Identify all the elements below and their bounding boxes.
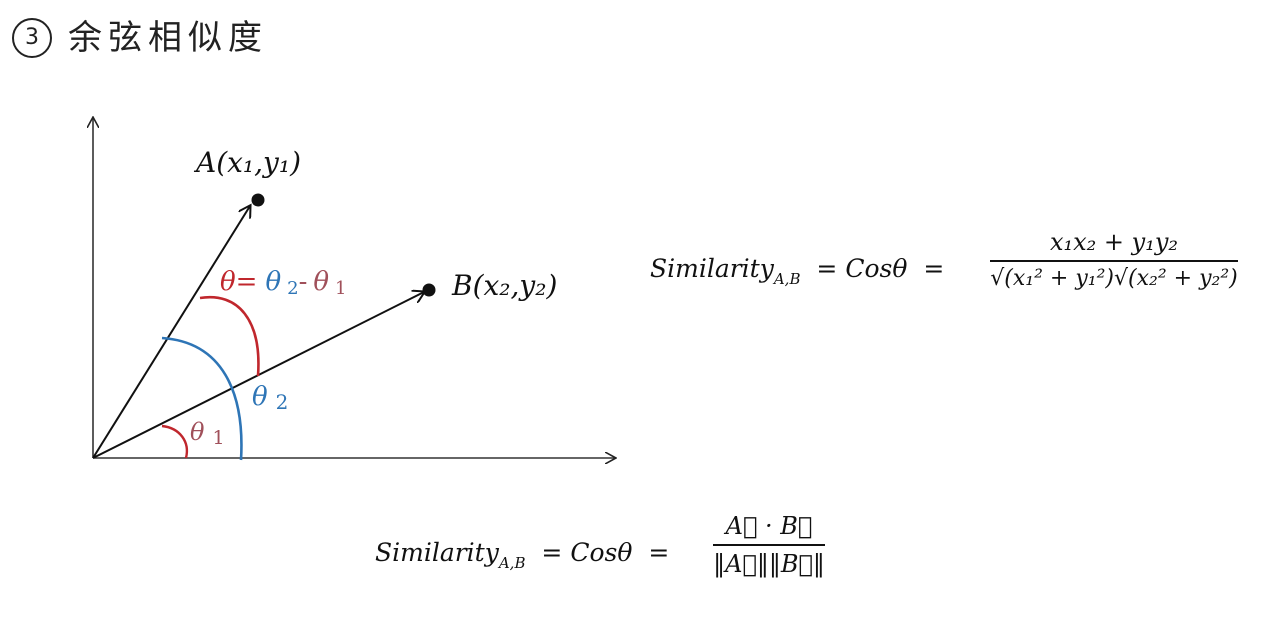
formula1-lhs-word: Similarity (650, 254, 774, 283)
theta1-symbol: θ (313, 267, 329, 297)
formula2-eq2: = (648, 538, 670, 567)
point-a-label: A(x₁,y₁) (193, 146, 301, 179)
point-b-label: B(x₂,y₂) (451, 269, 557, 302)
theta-arc-red (199, 295, 260, 377)
formula1-denominator: √(x₁² + y₁²)√(x₂² + y₂²) (990, 266, 1238, 291)
formula2-fraction-bar (713, 544, 825, 546)
formula1-fraction: x₁x₂ + y₁y₂ √(x₁² + y₁²)√(x₂² + y₂²) (990, 228, 1238, 291)
circled-number: 3 (12, 18, 52, 58)
formula2-eq1: = (541, 538, 563, 567)
formula1-eq2: = (923, 254, 945, 283)
point-a (251, 193, 265, 207)
formula2-lhs-word: Similarity (375, 538, 499, 567)
theta2-arc-blue (161, 336, 243, 461)
theta1-sub: 1 (335, 278, 346, 299)
equals-sign: = (236, 267, 258, 297)
minus-sign: - (299, 267, 308, 297)
theta2-label-symbol: θ (252, 382, 268, 412)
formula2-denominator: ‖A⃗‖‖B⃗‖ (713, 550, 825, 578)
theta1-label-sub: 1 (212, 427, 224, 449)
theta2-symbol: θ (265, 267, 281, 297)
title-text: 余弦相似度 (68, 18, 268, 58)
theta1-label-symbol: θ (190, 418, 205, 446)
theta2-label-sub: 2 (276, 390, 289, 414)
formula2-fraction: A⃗ · B⃗ ‖A⃗‖‖B⃗‖ (713, 512, 825, 578)
formula1-cos: Cosθ (845, 254, 908, 283)
formula1-fraction-bar (990, 260, 1238, 262)
vector-a (92, 206, 250, 459)
theta1-arc-red (161, 424, 189, 459)
formula2-lhs-sub: A,B (498, 554, 526, 572)
theta2-sub: 2 (287, 278, 298, 299)
cosine-formula-coordinates: SimilarityA,B =Cosθ = x₁x₂ + y₁y₂ √(x₁² … (650, 228, 1250, 328)
page-title: 3 余弦相似度 (12, 10, 268, 59)
point-b (422, 283, 436, 297)
formula2-cos: Cosθ (570, 538, 633, 567)
formula2-numerator: A⃗ · B⃗ (725, 512, 813, 540)
cosine-formula-vectors: SimilarityA,B =Cosθ = A⃗ · B⃗ ‖A⃗‖‖B⃗‖ (375, 512, 875, 612)
formula1-lhs-sub: A,B (773, 270, 801, 288)
formula1-eq1: = (816, 254, 838, 283)
formula1-numerator: x₁x₂ + y₁y₂ (1049, 228, 1179, 256)
theta-symbol: θ (220, 267, 236, 297)
